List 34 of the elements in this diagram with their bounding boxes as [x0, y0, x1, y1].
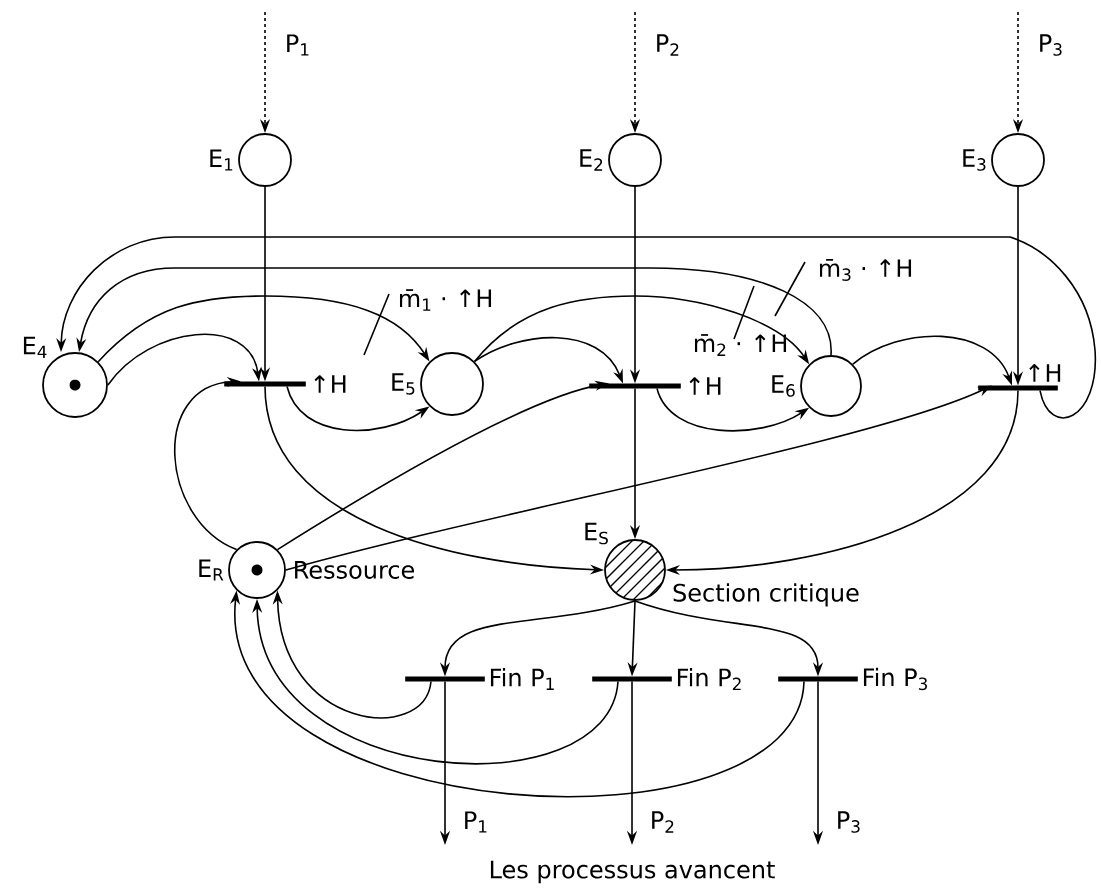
edge-label: m̄$_{1}$ · ↑H	[400, 289, 492, 311]
edge-label: P$_{1}$	[287, 34, 309, 56]
edge-label: P$_{3}$	[1040, 34, 1062, 56]
node-label: Fin P$_{2}$	[677, 667, 741, 691]
node-label: Fin P$_{3}$	[863, 667, 927, 691]
node-label: E$_{1}$	[210, 149, 233, 171]
node-label: E$_{R}$	[199, 559, 224, 581]
arrow	[76, 267, 832, 356]
arrow	[107, 333, 263, 386]
transition-bar: ↑H	[978, 364, 1061, 391]
edge-label: m̄$_{2}$ · ↑H	[695, 334, 787, 356]
node-label: E$_{6}$	[772, 375, 795, 397]
transition-bar: Fin P$_{3}$	[778, 667, 927, 691]
transition-bar: Fin P$_{2}$	[592, 667, 741, 691]
node-label: E$_{S}$	[585, 522, 608, 545]
node-label: Ressource	[295, 561, 415, 579]
node-label: ↑H	[314, 375, 346, 393]
caption-text: Les processus avancent	[490, 860, 775, 884]
transition-bar: Fin P$_{1}$	[405, 668, 554, 690]
node-label: Section critique	[673, 583, 859, 607]
node-label: E$_{3}$	[963, 149, 986, 171]
node-label: E$_{4}$	[23, 336, 47, 358]
edge-label: P$_{1}$	[465, 811, 487, 833]
transition-bar: ↑H	[224, 375, 346, 393]
node-label: E$_{2}$	[580, 149, 603, 171]
edge-label: P$_{3}$	[838, 811, 860, 833]
node-label: Fin P$_{1}$	[490, 668, 554, 690]
edge-label: m̄$_{3}$ · ↑H	[820, 259, 912, 281]
node-label: ↑H	[689, 377, 721, 395]
transition-bar: ↑H	[589, 377, 721, 395]
edge-label: P$_{2}$	[657, 34, 679, 56]
edge-label: P$_{2}$	[652, 811, 674, 833]
node-label: ↑H	[1029, 364, 1061, 382]
node-label: E$_{5}$	[392, 373, 415, 395]
